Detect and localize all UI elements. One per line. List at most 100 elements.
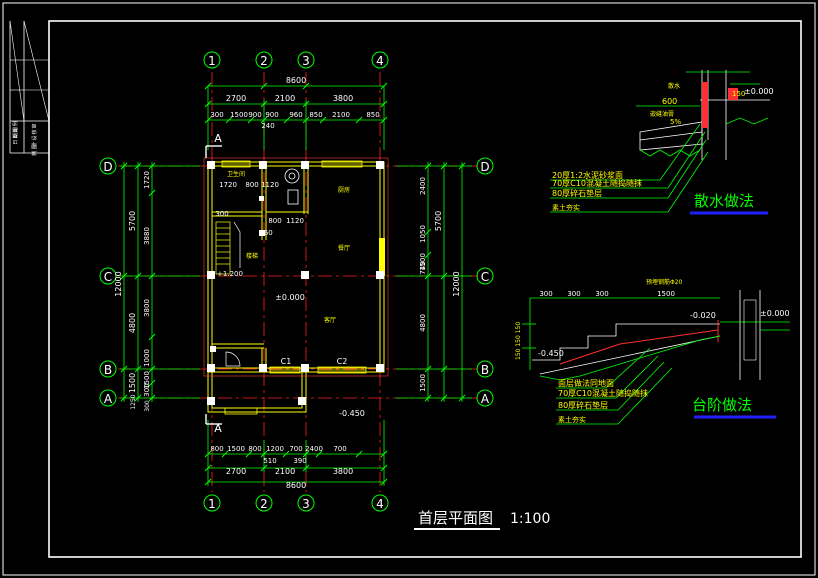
sheet-inner-border [48,20,802,558]
axis-bubble-label: 1 [208,54,216,68]
door-swing [225,351,241,367]
steps-dim: 300 [595,290,608,298]
apron-layer: 80厚碎石垫层 [552,188,602,198]
columns [207,161,384,405]
dim-top-row3: 850 [309,111,322,119]
title-block-row: 比 例 [12,121,19,133]
section-markers [205,145,222,425]
detail-apron: 600 5% 150 ±0.000 散水 嵌缝油膏 20厚1:2水泥砂浆面70厚… [550,70,774,215]
steps-level-low: -0.450 [538,349,564,358]
steps-dim: 300 [567,290,580,298]
apron-layer: 素土夯实 [552,203,580,212]
axis-bubble [476,157,494,175]
axis-bubble [99,360,117,378]
title-block-row: 计 [31,141,38,146]
axis-bubble [99,389,117,407]
dim-right-inner: 1500 [419,374,427,392]
steps-note: 预埋钢筋Φ20 [646,278,683,286]
axis-bubble [255,51,273,69]
dim-bottom-row2: 2100 [275,467,295,476]
dim-bottom-row2: 2700 [226,467,246,476]
dim-right-mid: 5700 [434,211,443,231]
apron-layer: 70厚C10混凝土随捣随抹 [552,178,642,188]
axis-bubble [476,360,494,378]
axis-bubble [203,51,221,69]
inner-dim: 1120 [261,181,279,189]
dim-bottom-row1: 2400 [305,445,323,453]
axis-bubble-label: A [104,392,113,406]
dim-bottom-row1: 700 [333,445,346,453]
dim-top-total: 8600 [286,76,306,85]
dim-bottom-row1: 700 [289,445,302,453]
dim-top-row3: 2100 [332,111,350,119]
axis-bubble [371,51,389,69]
dim-right-inner: 1500 [419,253,427,271]
steps-title: 台阶做法 [692,396,752,414]
apron-slope: 5% [670,118,681,126]
plan-scale: 1:100 [510,511,550,527]
dim-left-inner: 1500 [143,371,151,389]
dim-top-row2: 3800 [333,94,353,103]
room-label: 楼梯 [246,252,258,260]
apron-note-top: 散水 [668,82,680,90]
dim-left-inner: 1720 [143,171,151,189]
dim-left-inner: 3880 [143,227,151,245]
dim-bottom-row1: 800 [248,445,261,453]
walls [207,161,385,413]
dim-top-row3: 900 [248,111,261,119]
apron-dim-600: 600 [662,97,677,106]
dim-bottom-row2: 3800 [333,467,353,476]
dim-top-row3: 960 [289,111,302,119]
axis-bubble-label: 3 [302,497,310,511]
inner-dim: 1120 [286,217,304,225]
axis-bubble-label: 2 [260,497,268,511]
axis-bubble [203,494,221,512]
title-block-row: 设 [31,135,38,140]
dim-left-total: 12000 [114,271,123,296]
dim-left-inner: 300 [143,383,151,396]
windows [221,160,385,415]
steps-dim: 300 [539,290,552,298]
axis-bubble-label: 3 [302,54,310,68]
room-label: 厨房 [338,186,350,194]
axis-bubble [255,494,273,512]
dim-left-outer: 4800 [128,313,137,333]
dim-left-inner: 300 [144,400,151,412]
section-label: A [214,132,222,145]
inner-dim: 800 [268,217,281,225]
dim-right-inner: 1050 [419,225,427,243]
dim-top-row3: 850 [366,111,379,119]
axis-bubble [297,51,315,69]
room-label: 客厅 [324,316,336,324]
section-label: A [214,422,222,435]
axis-lines [118,72,478,492]
axis-bubble-label: C [104,270,112,284]
outer-hatch-line [203,157,389,377]
dim-left-inner: 3800 [143,299,151,317]
axis-bubble-label: A [481,392,490,406]
axis-bubble [99,267,117,285]
apron-layer: 20厚1:2水泥砂浆面 [552,170,623,180]
dim-bottom-total: 8600 [286,481,306,490]
axis-bubble [297,494,315,512]
room-label: 卫生间 [227,170,245,178]
title-block-row: 核 [31,129,38,134]
title-block-row: 日 期 [13,127,19,139]
dim-right-inner: 2400 [419,177,427,195]
toilet-fixture [284,168,300,205]
title-block-row: 审 [31,123,38,128]
inner-dim: 300 [215,210,228,218]
dimension-ticks [120,82,466,486]
dimension-lines [120,85,472,486]
dim-left-inner: 1250 [130,394,137,409]
dim-left-inner: 1000 [143,349,151,367]
steps-side-dims: 150 150 150 [515,322,522,360]
window-label: C2 [337,357,348,366]
